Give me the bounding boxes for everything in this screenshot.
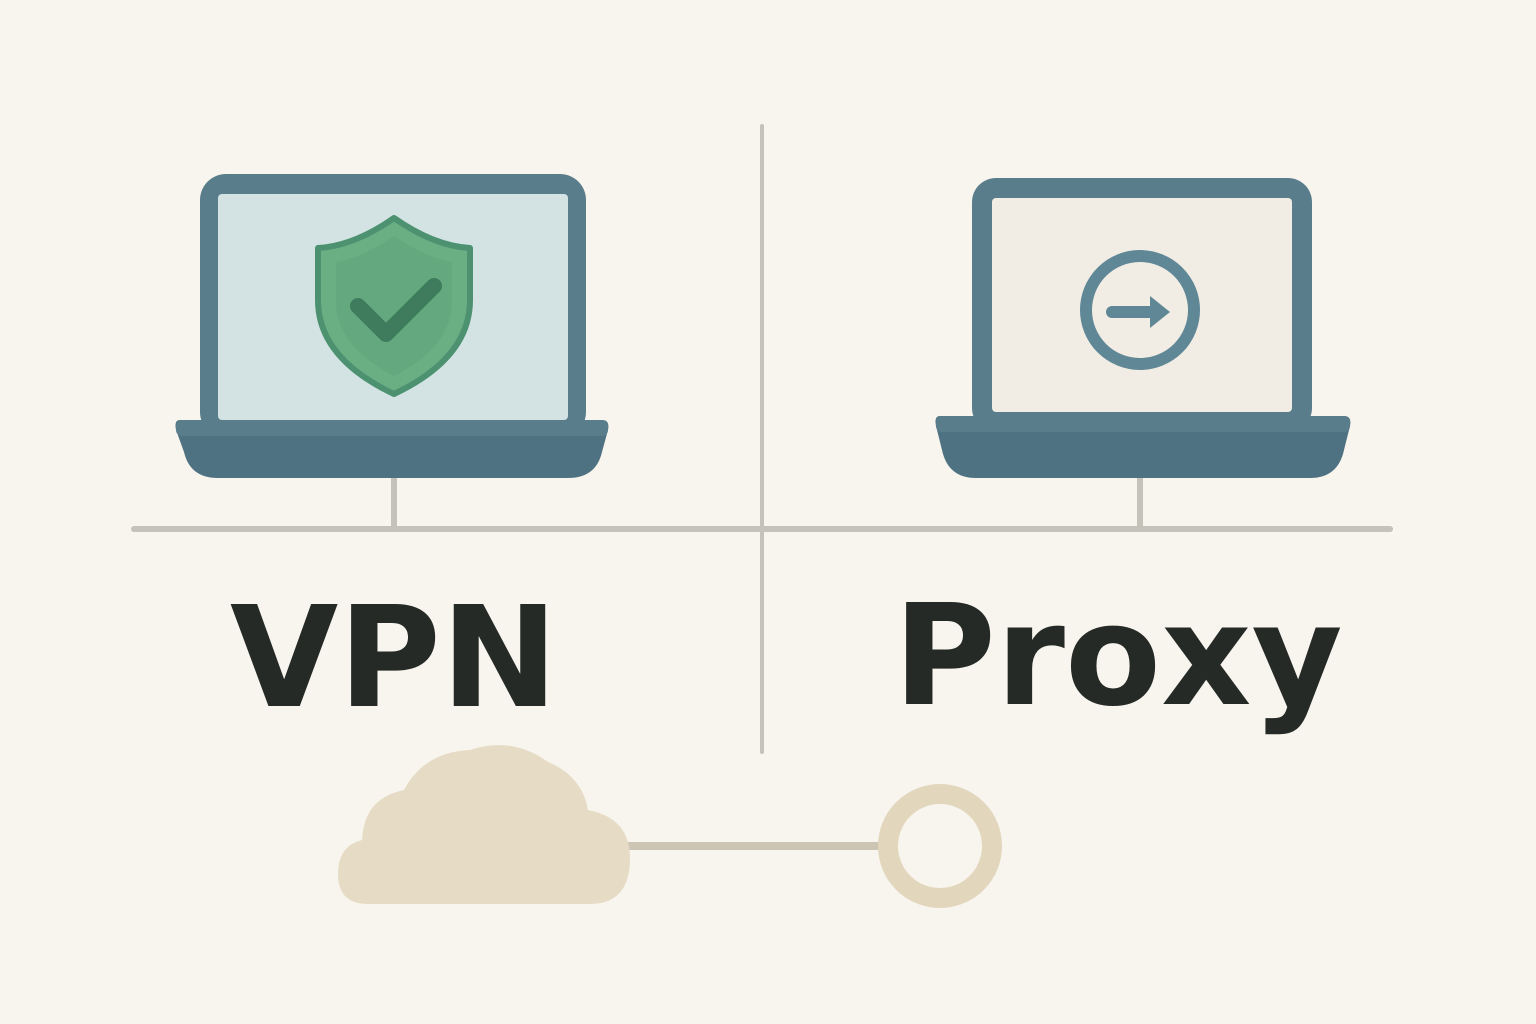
proxy-label: Proxy: [893, 575, 1342, 738]
ring-node-icon: [878, 784, 1002, 908]
vpn-laptop-base-top: [176, 420, 608, 436]
vpn-label: VPN: [230, 577, 558, 740]
shield-check-icon: [315, 215, 473, 397]
proxy-laptop: [935, 178, 1351, 529]
cloud-icon: [338, 745, 630, 904]
vpn-laptop: [175, 174, 609, 529]
proxy-laptop-base-top: [936, 416, 1350, 432]
proxy-laptop-screen: [992, 198, 1292, 412]
arrow-circle-icon: [1080, 250, 1200, 370]
